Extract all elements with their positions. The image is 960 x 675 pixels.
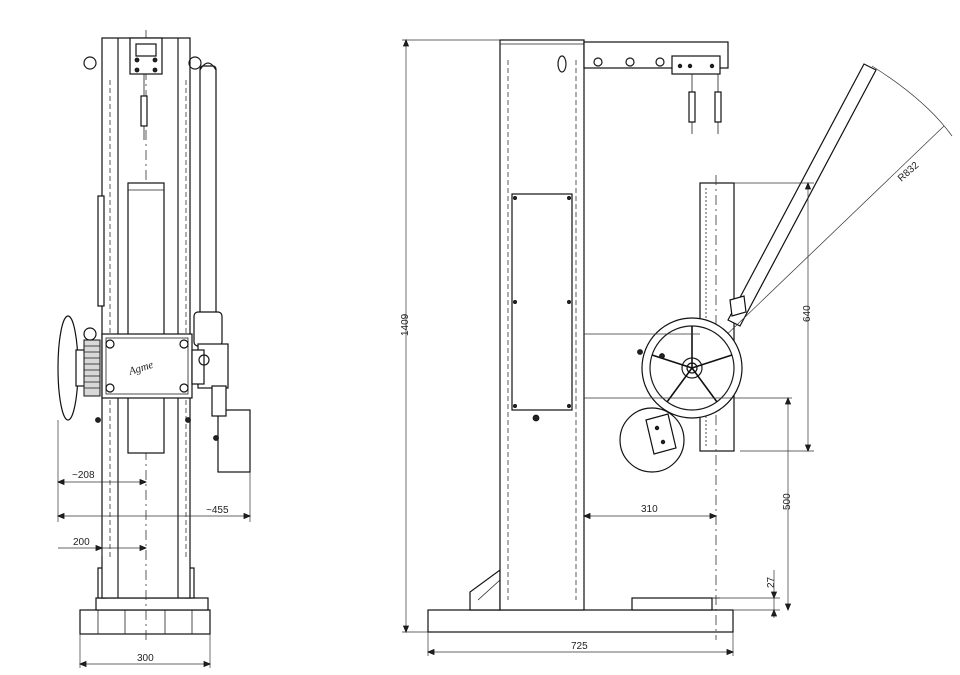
- front-counterweight: [217, 409, 251, 473]
- side-gusset: [469, 568, 501, 611]
- dim-front-base-width: 300: [137, 653, 154, 664]
- dim-side-plate-thickness: 27: [766, 576, 777, 588]
- front-lever-tube: [199, 65, 217, 317]
- dim-front-column-width: 200: [73, 537, 90, 548]
- front-view: Agme ~208 ~455: [56, 30, 252, 668]
- front-base-plate: [79, 609, 211, 635]
- dim-side-table-height: 500: [782, 493, 793, 510]
- front-handwheel: [57, 315, 79, 421]
- dim-side-reach: 310: [641, 504, 658, 515]
- front-base-block: [95, 597, 209, 611]
- front-ram: [127, 182, 165, 454]
- dim-side-base-length: 725: [571, 641, 588, 652]
- side-table: [631, 597, 713, 611]
- dim-side-stroke: 640: [802, 305, 813, 322]
- front-gearbox: [101, 333, 193, 399]
- front-lifting-eye-right: [188, 56, 202, 70]
- side-base-plate: [427, 609, 734, 633]
- dim-front-handwheel-offset: ~208: [72, 470, 95, 481]
- side-view: R832 1409 640: [400, 38, 953, 656]
- side-access-panel: [511, 193, 573, 411]
- dim-front-overall-width: ~455: [206, 505, 229, 516]
- side-lever-arm: [727, 63, 877, 327]
- dim-side-lever-radius: R832: [896, 160, 921, 184]
- front-lifting-eye-left: [83, 56, 97, 70]
- dim-side-total-height: 1409: [400, 313, 411, 336]
